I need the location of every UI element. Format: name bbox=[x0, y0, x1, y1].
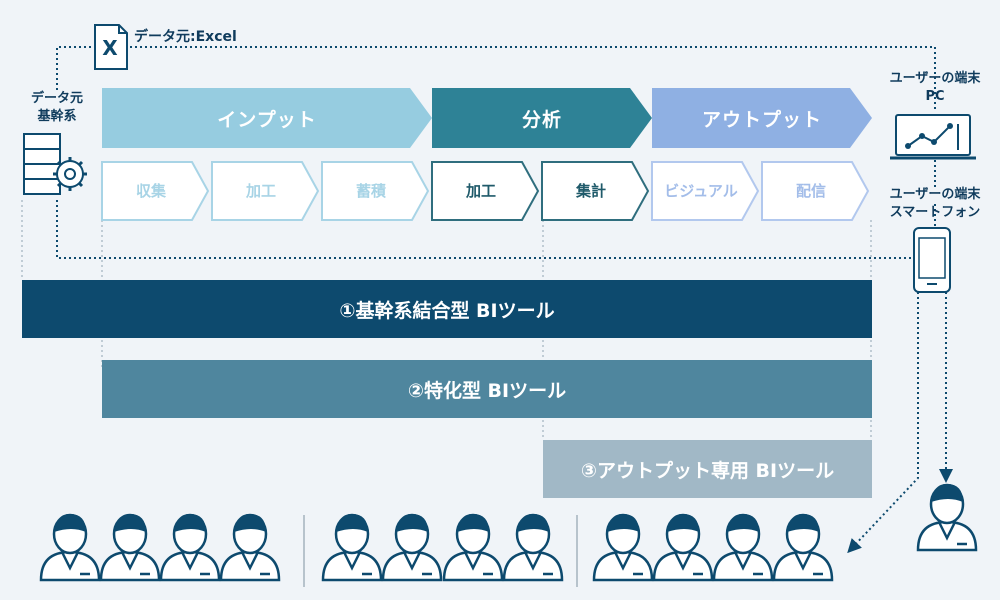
phone-to-users-arrow bbox=[847, 292, 919, 554]
step-label: ビジュアル bbox=[664, 182, 738, 200]
user-person-icon bbox=[159, 513, 221, 582]
step-1: 収集 bbox=[101, 161, 210, 221]
excel-connector bbox=[56, 46, 92, 90]
step-chevron bbox=[101, 161, 210, 221]
phone-label: ユーザーの端末 スマートフォン bbox=[889, 187, 981, 220]
user-person-icon bbox=[502, 513, 564, 582]
group-divider bbox=[303, 515, 305, 587]
user-person-icon bbox=[592, 513, 654, 582]
step-2: 加工 bbox=[211, 161, 320, 221]
step-label: 加工 bbox=[245, 182, 276, 200]
step-label: 配信 bbox=[796, 182, 826, 200]
step-label: 収集 bbox=[136, 182, 167, 200]
step-chevron bbox=[321, 161, 430, 221]
step-6: ビジュアル bbox=[651, 161, 760, 221]
step-label: 加工 bbox=[465, 182, 496, 200]
excel-label: データ元:Excel bbox=[134, 29, 237, 45]
step-4: 加工 bbox=[431, 161, 540, 221]
user-person-icon bbox=[39, 513, 101, 582]
user-person-icon bbox=[772, 513, 834, 582]
step-chevron bbox=[541, 161, 650, 221]
step-label: 集計 bbox=[575, 182, 606, 200]
source-label: データ元 基幹系 bbox=[30, 91, 83, 124]
user-person-icon bbox=[381, 513, 443, 582]
user-person-icon bbox=[321, 513, 383, 582]
phase-analysis: 分析 bbox=[432, 88, 652, 148]
step-5: 集計 bbox=[541, 161, 650, 221]
user-person-icon bbox=[712, 513, 774, 582]
server-gear-icon bbox=[23, 133, 87, 195]
step-chevron bbox=[761, 161, 870, 221]
pc-label: ユーザーの端末 PC bbox=[889, 71, 981, 104]
smartphone-icon bbox=[913, 227, 951, 293]
source-to-phone-line bbox=[56, 200, 918, 259]
band-output-bi: ③アウトプット専用 BIツール bbox=[543, 440, 872, 498]
step-3: 蓄積 bbox=[321, 161, 430, 221]
user-person-icon bbox=[99, 513, 161, 582]
laptop-chart-icon bbox=[890, 114, 976, 160]
band-specialized-bi: ②特化型 BIツール bbox=[102, 360, 872, 418]
step-7: 配信 bbox=[761, 161, 870, 221]
user-person-icon bbox=[916, 483, 978, 552]
band-integrated-bi: ①基幹系結合型 BIツール bbox=[22, 280, 872, 338]
excel-icon: X bbox=[94, 24, 128, 70]
step-chevron bbox=[211, 161, 320, 221]
phase-output: アウトプット bbox=[652, 88, 872, 148]
user-person-icon bbox=[442, 513, 504, 582]
phase-input: インプット bbox=[102, 88, 432, 148]
user-person-icon bbox=[219, 513, 281, 582]
group-divider bbox=[576, 515, 578, 587]
excel-to-pc-line bbox=[130, 46, 936, 112]
step-chevron bbox=[651, 161, 760, 221]
user-person-icon bbox=[652, 513, 714, 582]
step-chevron bbox=[431, 161, 540, 221]
step-label: 蓄積 bbox=[356, 182, 387, 200]
svg-text:X: X bbox=[102, 36, 118, 60]
